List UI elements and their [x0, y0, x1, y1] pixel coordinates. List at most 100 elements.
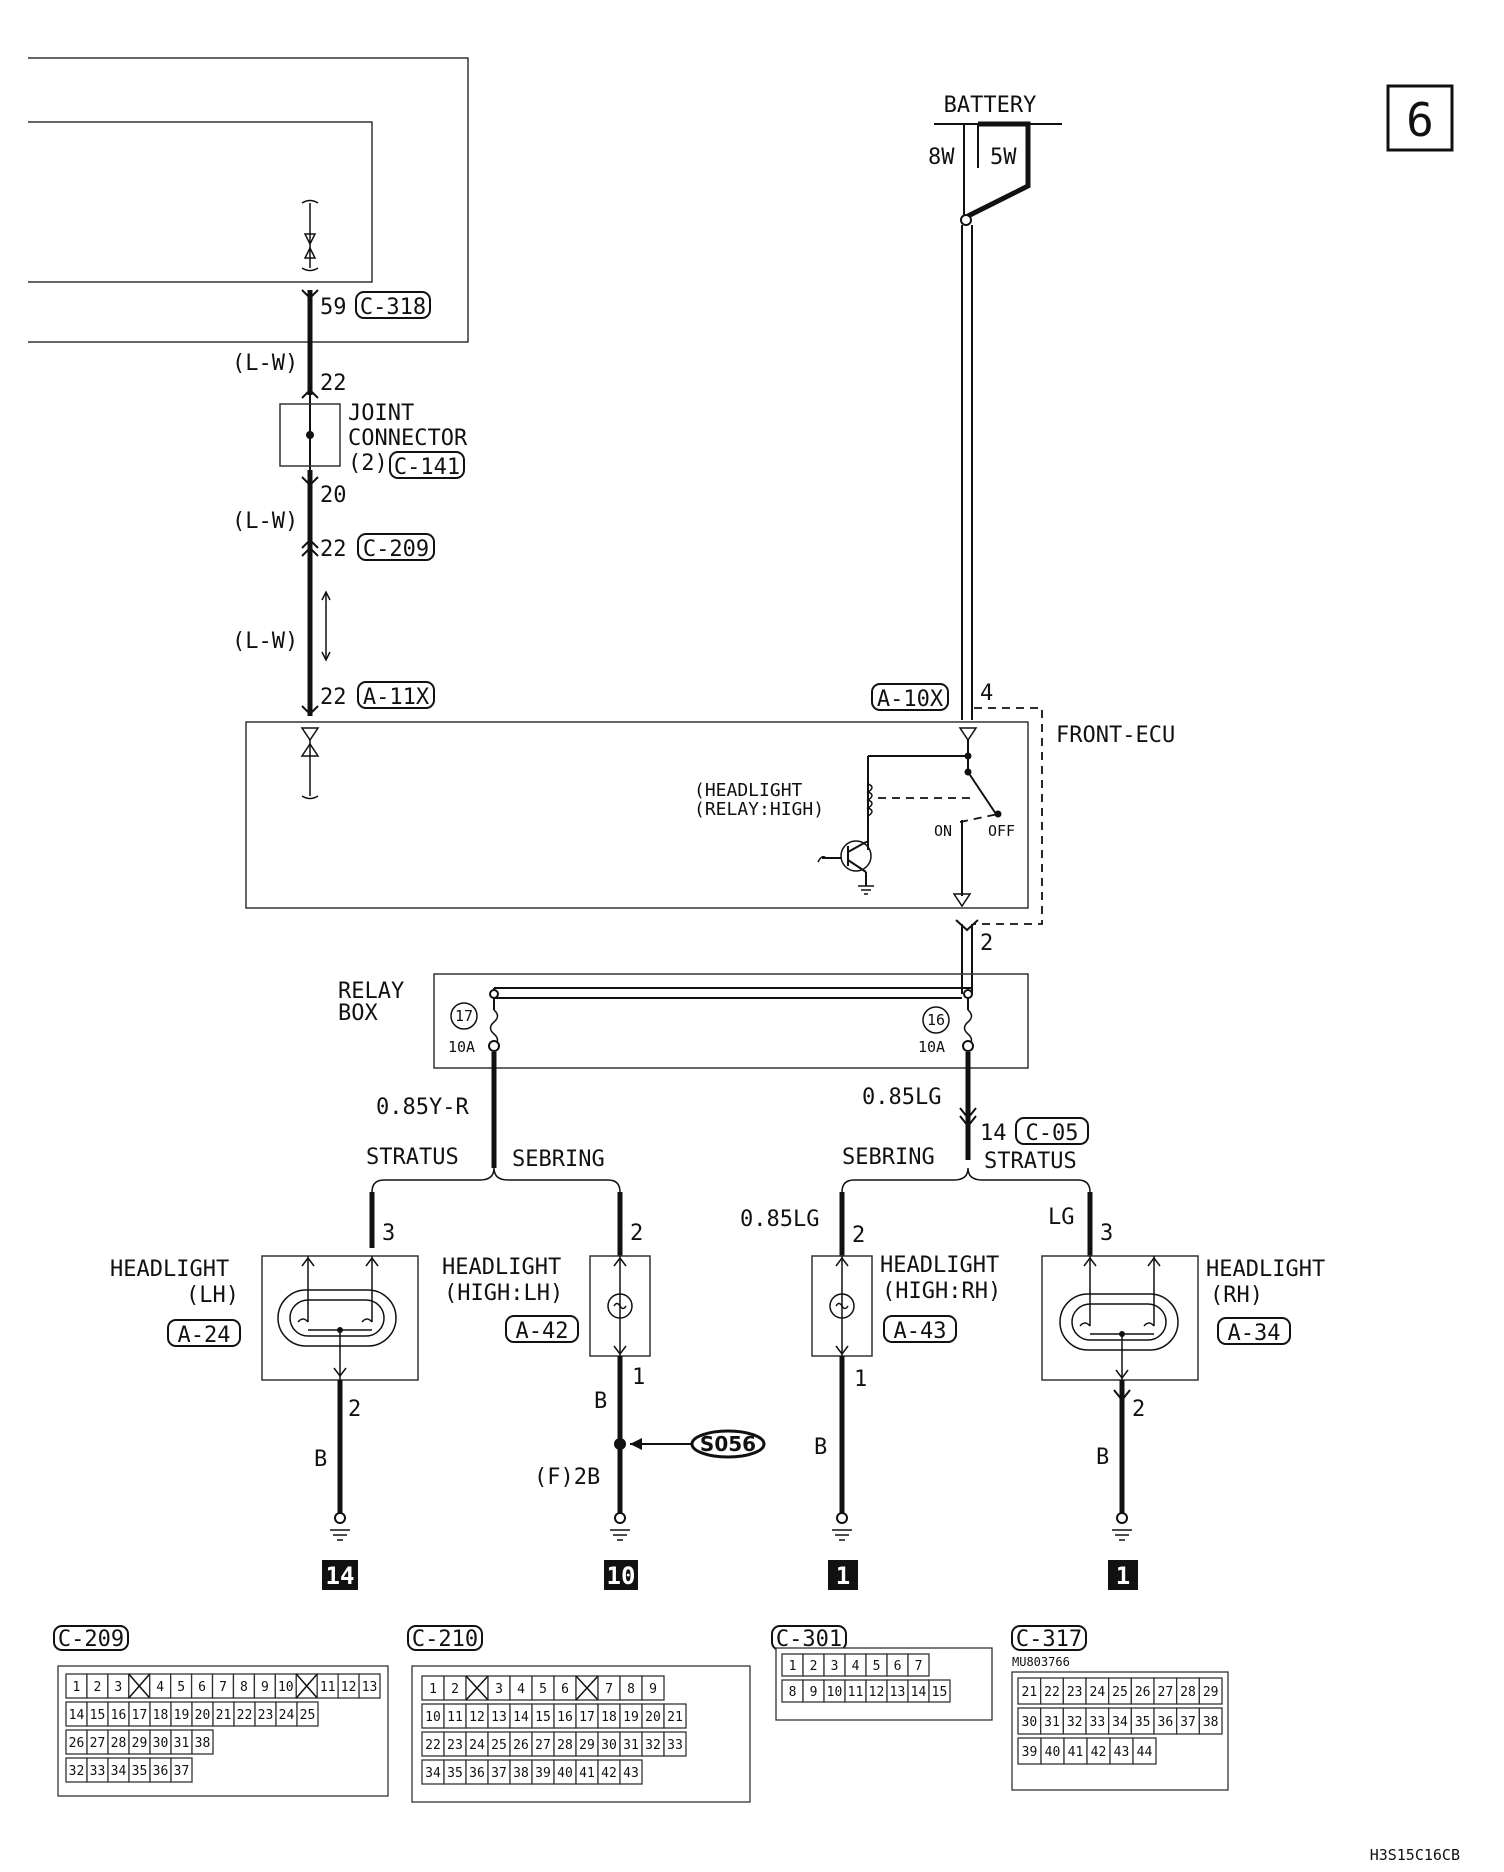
headlight-rh: [1041, 1255, 1199, 1381]
cavity-number: 25: [300, 1708, 316, 1723]
fuse-16-amp: 10A: [918, 1038, 945, 1056]
blank-cavity-mark: [575, 1675, 599, 1701]
cavity-number: 14: [911, 1685, 927, 1700]
c209-pin: 22: [320, 537, 347, 562]
cavity-number: 17: [132, 1708, 148, 1723]
cavity-number: 44: [1137, 1745, 1153, 1760]
cavity-number: 9: [261, 1680, 269, 1695]
cavity-number: 34: [425, 1766, 441, 1781]
high-rh-pin-out: 1: [854, 1367, 867, 1392]
battery-feed-wire: [961, 225, 973, 720]
cavity-number: 25: [1112, 1685, 1128, 1700]
connector-cavity: [663, 1703, 687, 1729]
high-lh-ground-wire-color: B: [594, 1389, 607, 1414]
cavity-number: 16: [111, 1708, 127, 1723]
cavity-number: 30: [1022, 1715, 1038, 1730]
cavity-number: 23: [447, 1738, 463, 1753]
cavity-number: 35: [1135, 1715, 1151, 1730]
relay-off-label: OFF: [988, 822, 1015, 840]
headlight-high-lh-label-1: HEADLIGHT: [442, 1255, 561, 1280]
cavity-number: 25: [491, 1738, 507, 1753]
connector-cavity: [641, 1675, 665, 1701]
cavity-number: 6: [561, 1682, 569, 1697]
cavity-number: 27: [535, 1738, 551, 1753]
cavity-number: 8: [627, 1682, 635, 1697]
connector-cavity: [928, 1679, 951, 1703]
blank-cavity-mark: [295, 1673, 318, 1699]
headlight-lh: [261, 1255, 419, 1381]
cavity-number: 24: [1090, 1685, 1106, 1700]
a43-connector-tag: A-43: [883, 1315, 957, 1344]
svg-text:C-317: C-317: [1016, 1627, 1082, 1652]
cavity-number: 2: [810, 1659, 818, 1674]
svg-text:10: 10: [607, 1562, 636, 1590]
connector-cavity: [170, 1757, 193, 1783]
cavity-number: 8: [240, 1680, 248, 1695]
cavity-number: 12: [869, 1685, 885, 1700]
cavity-number: 11: [320, 1680, 336, 1695]
headlight-high-lh-label-2: (HIGH:LH): [444, 1281, 563, 1306]
cavity-number: 14: [69, 1708, 85, 1723]
connector-cavity: [1198, 1677, 1223, 1705]
cavity-number: 35: [447, 1766, 463, 1781]
cavity-number: 13: [362, 1680, 378, 1695]
cavity-number: 21: [1022, 1685, 1038, 1700]
cavity-number: 12: [469, 1710, 485, 1725]
cavity-number: 3: [114, 1680, 122, 1695]
cavity-number: 1: [429, 1682, 437, 1697]
right-main-wire-label: 0.85LG: [862, 1085, 941, 1110]
a34-connector-tag: A-34: [1217, 1317, 1291, 1346]
cavity-number: 11: [447, 1710, 463, 1725]
relay-box-label-1: RELAY: [338, 979, 404, 1004]
left-split-sebring: SEBRING: [512, 1147, 605, 1172]
ground-point-badge-4: 1: [1108, 1560, 1138, 1590]
relay-box-label-2: BOX: [338, 1001, 378, 1026]
blank-cavity-mark: [465, 1675, 489, 1701]
ground-point-badge-2: 10: [604, 1560, 638, 1590]
cavity-number: 42: [601, 1766, 617, 1781]
cavity-number: 35: [132, 1764, 148, 1779]
c318-connector-tag: C-318: [355, 291, 431, 320]
cavity-number: 39: [535, 1766, 551, 1781]
cavity-number: 6: [894, 1659, 902, 1674]
cavity-number: 36: [1158, 1715, 1174, 1730]
headlight-lh-label-2: (LH): [186, 1283, 239, 1308]
headlight-high-rh: [811, 1255, 873, 1357]
cavity-number: 27: [1158, 1685, 1174, 1700]
rh-ground-arrow: [1113, 1389, 1131, 1402]
svg-text:S056: S056: [700, 1432, 756, 1456]
cavity-number: 28: [111, 1736, 127, 1751]
cavity-number: 15: [535, 1710, 551, 1725]
lh-pin-out: 2: [348, 1397, 361, 1422]
lh-ground-wire-color: B: [314, 1447, 327, 1472]
high-rh-pin-in: 2: [852, 1223, 865, 1248]
cavity-number: 13: [890, 1685, 906, 1700]
c209-link-tag: C-209: [357, 533, 435, 562]
headlight-high-rh-label-2: (HIGH:RH): [882, 1279, 1001, 1304]
connector-c210-tag: C-210: [407, 1625, 483, 1652]
high-lh-pin-in: 2: [630, 1221, 643, 1246]
cavity-number: 21: [216, 1708, 232, 1723]
left-lw-wire: [301, 289, 331, 716]
cavity-number: 21: [667, 1710, 683, 1725]
cavity-number: 31: [623, 1738, 639, 1753]
svg-text:C-209: C-209: [58, 1627, 124, 1652]
cavity-number: 17: [579, 1710, 595, 1725]
splice-s056: S056: [614, 1429, 766, 1459]
cavity-number: 28: [1180, 1685, 1196, 1700]
cavity-number: 26: [1135, 1685, 1151, 1700]
svg-text:1: 1: [1116, 1562, 1130, 1590]
wire-color-lw-2: (L-W): [232, 509, 298, 534]
cavity-number: 37: [491, 1766, 507, 1781]
right-split-bracket: [841, 1167, 1091, 1193]
cavity-number: 4: [852, 1659, 860, 1674]
right-split-stratus: STRATUS: [984, 1149, 1077, 1174]
relay-on-label: ON: [934, 822, 952, 840]
cavity-number: 2: [93, 1680, 101, 1695]
joint-label-2: CONNECTOR: [348, 426, 468, 451]
c317-part-number: MU803766: [1012, 1655, 1070, 1669]
cavity-number: 38: [1203, 1715, 1219, 1730]
wire-color-lw-3: (L-W): [232, 629, 298, 654]
cavity-number: 9: [810, 1685, 818, 1700]
